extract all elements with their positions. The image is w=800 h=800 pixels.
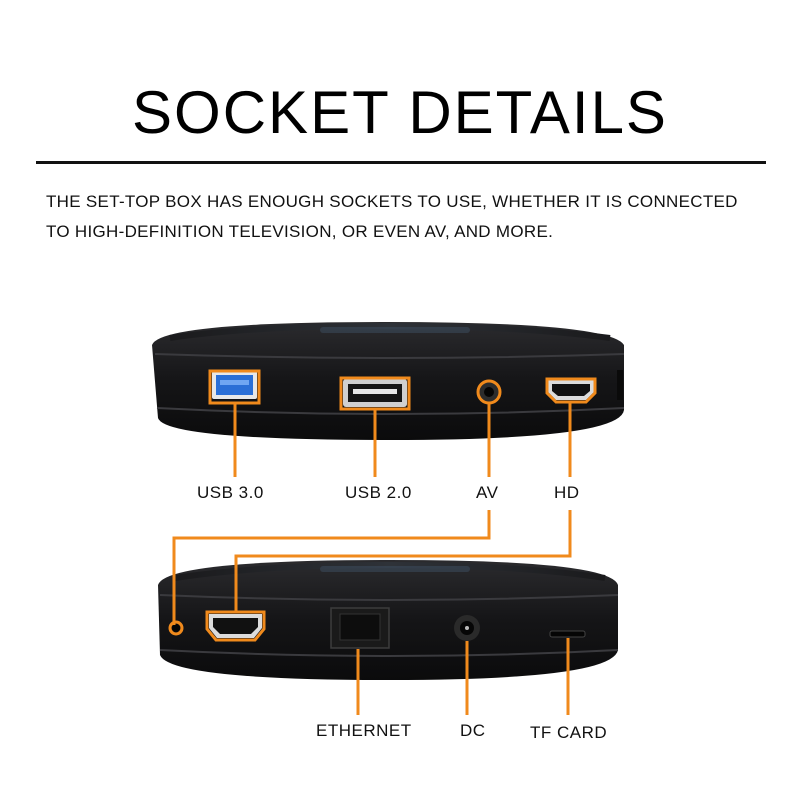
- hd-label: HD: [554, 483, 580, 502]
- description-line-2: TO HIGH-DEFINITION TELEVISION, OR EVEN A…: [46, 222, 554, 241]
- bottom-device: [158, 560, 619, 680]
- connector-lines: [168, 369, 597, 715]
- hd-bottom-leader: [234, 510, 572, 612]
- tf-card-slot: [549, 630, 586, 638]
- dc-port: [454, 615, 480, 641]
- description-line-1: THE SET-TOP BOX HAS ENOUGH SOCKETS TO US…: [46, 192, 738, 211]
- usb2-label: USB 2.0: [345, 483, 412, 502]
- dc-label: DC: [460, 721, 486, 740]
- usb3-label: USB 3.0: [197, 483, 264, 502]
- av-port: [479, 382, 499, 402]
- av-label: AV: [476, 483, 499, 502]
- av-bottom-leader: [172, 510, 491, 625]
- hd-highlight: [545, 377, 597, 404]
- tf-card-label: TF CARD: [530, 723, 608, 742]
- ethernet-label: ETHERNET: [316, 721, 412, 740]
- bottom-hdmi-port: [209, 614, 262, 638]
- ethernet-port: [330, 607, 390, 649]
- bottom-av-jack: [172, 624, 180, 632]
- title-divider: [36, 161, 766, 164]
- top-device: [152, 322, 625, 440]
- page-title: SOCKET DETAILS: [132, 79, 668, 146]
- hd-port: [548, 380, 594, 400]
- usb2-port: [343, 379, 407, 407]
- description: THE SET-TOP BOX HAS ENOUGH SOCKETS TO US…: [46, 187, 776, 247]
- usb3-port: [212, 371, 257, 399]
- bottom-hdmi-highlight: [205, 610, 266, 642]
- bottom-av-highlight: [168, 620, 184, 636]
